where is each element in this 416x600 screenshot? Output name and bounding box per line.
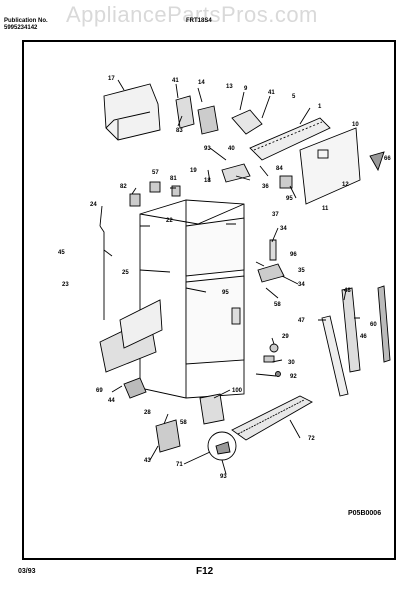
diagram-code: P05B0006 xyxy=(348,510,382,517)
callout-82: 82 xyxy=(120,184,127,190)
callout-44: 44 xyxy=(108,398,115,404)
callout-10: 10 xyxy=(352,122,359,128)
callout-37: 37 xyxy=(272,212,279,218)
footer-date: 03/93 xyxy=(18,568,36,575)
watermark: AppliancePartsPros.com xyxy=(66,2,318,27)
callout-96: 96 xyxy=(290,252,297,258)
callout-47: 47 xyxy=(298,318,305,324)
callout-93b: 93 xyxy=(220,474,227,480)
callout-labels: 17 41 14 13 9 41 5 1 10 83 93 40 66 84 1… xyxy=(58,76,391,480)
callout-12: 12 xyxy=(342,182,349,188)
callout-1: 1 xyxy=(318,104,322,110)
callout-57: 57 xyxy=(152,170,159,176)
callout-69: 69 xyxy=(96,388,103,394)
callout-60: 60 xyxy=(370,322,377,328)
callout-93: 93 xyxy=(204,146,211,152)
callout-30: 30 xyxy=(288,360,295,366)
callout-41b: 41 xyxy=(268,90,275,96)
callout-83: 83 xyxy=(176,128,183,134)
callout-34b: 34 xyxy=(298,282,305,288)
callout-100: 100 xyxy=(232,388,243,394)
callout-19: 19 xyxy=(190,168,197,174)
callout-81: 81 xyxy=(170,176,177,182)
callout-11: 11 xyxy=(322,206,329,212)
page-number: F12 xyxy=(196,566,214,577)
callout-58b: 58 xyxy=(180,420,187,426)
callout-25: 25 xyxy=(122,270,129,276)
callout-95: 95 xyxy=(286,196,293,202)
callout-72: 72 xyxy=(308,436,315,442)
callout-58: 58 xyxy=(274,302,281,308)
part-number: 5995234142 xyxy=(4,25,38,31)
callout-40: 40 xyxy=(228,146,235,152)
callout-34: 34 xyxy=(280,226,287,232)
callout-92: 92 xyxy=(290,374,297,380)
callout-45: 45 xyxy=(58,250,65,256)
callout-28: 28 xyxy=(144,410,151,416)
callout-24: 24 xyxy=(90,202,97,208)
callout-14: 14 xyxy=(198,80,205,86)
callout-5: 5 xyxy=(292,94,296,100)
callout-18: 18 xyxy=(204,178,211,184)
callout-43: 43 xyxy=(144,458,151,464)
callout-84: 84 xyxy=(276,166,283,172)
publication-label: Publication No. xyxy=(4,18,48,24)
callout-95b: 95 xyxy=(222,290,229,296)
callout-66: 66 xyxy=(384,156,391,162)
callout-29: 29 xyxy=(282,334,289,340)
callout-46: 46 xyxy=(360,334,367,340)
callout-41: 41 xyxy=(172,78,179,84)
callout-71: 71 xyxy=(176,462,183,468)
callout-35: 35 xyxy=(298,268,305,274)
callout-36: 36 xyxy=(262,184,269,190)
callout-48: 48 xyxy=(344,288,351,294)
callout-17: 17 xyxy=(108,76,115,82)
callout-9: 9 xyxy=(244,86,248,92)
diagram-frame xyxy=(22,40,396,560)
callout-23: 23 xyxy=(62,282,69,288)
callout-22: 22 xyxy=(166,218,173,224)
model-number: FRT18S4 xyxy=(186,18,212,24)
callout-13: 13 xyxy=(226,84,233,90)
